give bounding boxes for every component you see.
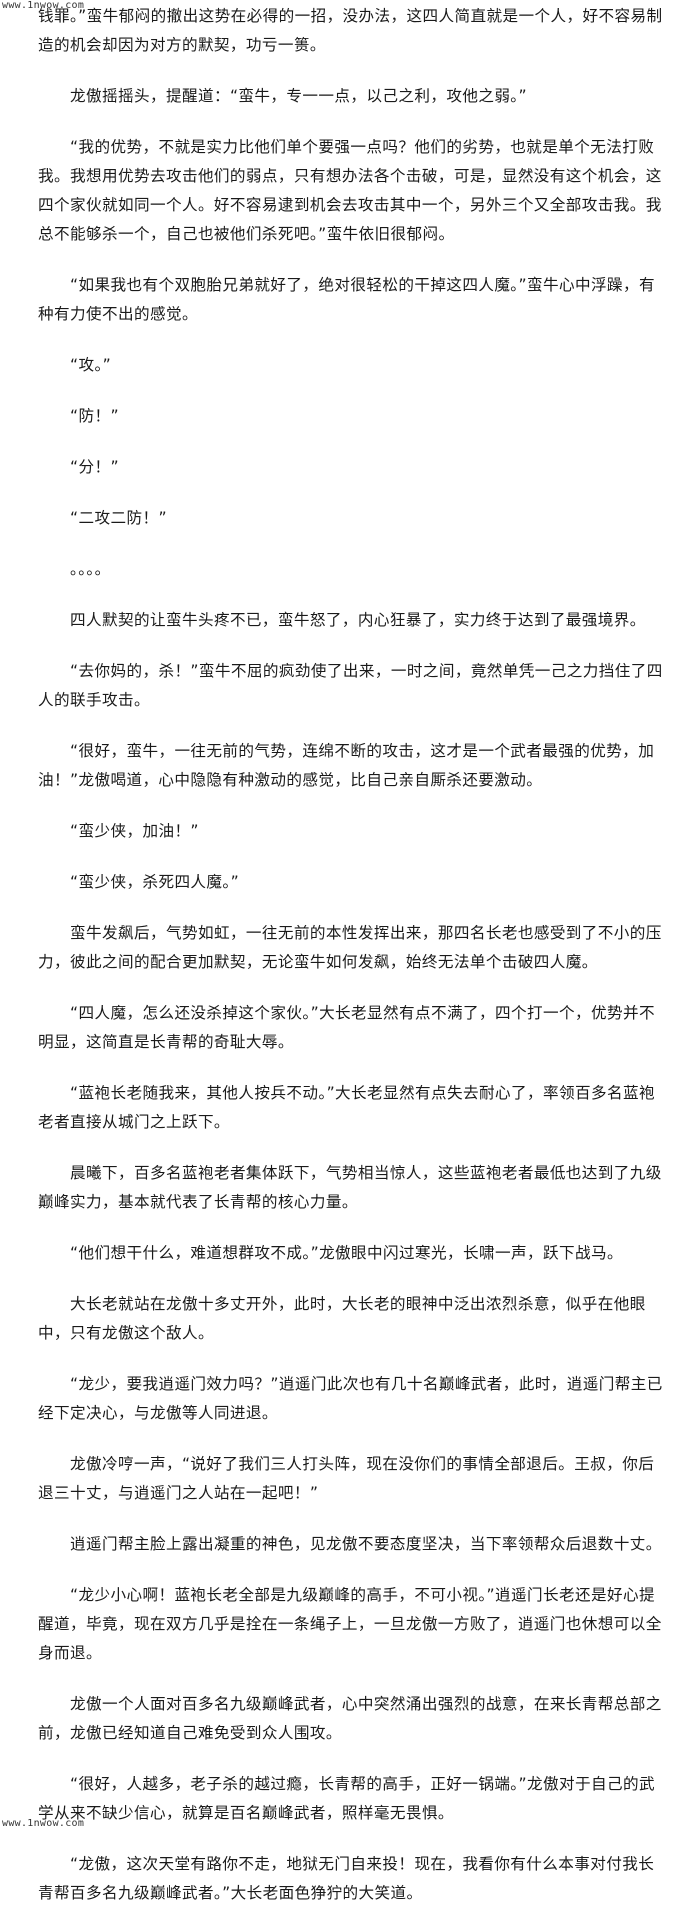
paragraph: “他们想干什么，难道想群攻不成。”龙傲眼中闪过寒光，长啸一声，跃下战马。 [70,1244,623,1262]
paragraph: “很好，人越多，老子杀的越过瘾，长青帮的高手，正好一锅端。”龙傲对于自己的武学从… [38,1775,655,1822]
paragraph: 大长老就站在龙傲十多丈开外，此时，大长老的眼神中泛出浓烈杀意，似乎在他眼中，只有… [38,1295,646,1342]
paragraph: 四人默契的让蛮牛头疼不已，蛮牛怒了，内心狂暴了，实力终于达到了最强境界。 [70,611,646,629]
paragraph: 龙傲一个人面对百多名九级巅峰武者，心中突然涌出强烈的战意，在来长青帮总部之前，龙… [38,1695,662,1742]
paragraph: “龙傲，这次天堂有路你不走，地狱无门自来投！现在，我看你有什么本事对付我长青帮百… [38,1855,655,1902]
paragraph: “如果我也有个双胞胎兄弟就好了，绝对很轻松的干掉这四人魔。”蛮牛心中浮躁，有种有… [38,276,655,323]
watermark-top: www.1nwow.com [2,0,85,11]
paragraph: 龙傲冷哼一声，“说好了我们三人打头阵，现在没你们的事情全部退后。王叔，你后退三十… [38,1455,655,1502]
chapter-text: 钱罪。”蛮牛郁闷的撤出这势在必得的一招，没办法，这四人简直就是一个人，好不容易制… [38,2,670,1930]
paragraph: “蓝袍长老随我来，其他人按兵不动。”大长老显然有点失去耐心了，率领百多名蓝袍老者… [38,1084,655,1131]
paragraph: 钱罪。”蛮牛郁闷的撤出这势在必得的一招，没办法，这四人简直就是一个人，好不容易制… [38,7,663,54]
paragraph: “很好，蛮牛，一往无前的气势，连绵不断的攻击，这才是一个武者最强的优势，加油！”… [38,742,655,789]
watermark-bottom: www.1nwow.com [2,1818,85,1829]
paragraph: “龙少，要我逍遥门效力吗？”逍遥门此次也有几十名巅峰武者，此时，逍遥门帮主已经下… [38,1375,663,1422]
paragraph: “去你妈的，杀！”蛮牛不屈的疯劲使了出来，一时之间，竟然单凭一己之力挡住了四人的… [38,662,663,709]
paragraph: “蛮少侠，杀死四人魔。” [70,873,240,891]
paragraph: “我的优势，不就是实力比他们单个要强一点吗？他们的劣势，也就是单个无法打败我。我… [38,138,662,243]
paragraph: “攻。” [70,356,112,374]
paragraph: “防！” [70,407,119,425]
paragraph: 蛮牛发飙后，气势如虹，一往无前的本性发挥出来，那四名长老也感受到了不小的压力，彼… [38,924,662,971]
paragraph: 晨曦下，百多名蓝袍老者集体跃下，气势相当惊人，这些蓝袍老者最低也达到了九级巅峰实… [38,1164,662,1211]
paragraph: 龙傲摇摇头，提醒道：“蛮牛，专一一点，以己之利，攻他之弱。” [70,87,527,105]
paragraph: 逍遥门帮主脸上露出凝重的神色，见龙傲不要态度坚决，当下率领帮众后退数十丈。 [70,1535,662,1553]
paragraph: “龙少小心啊！蓝袍长老全部是九级巅峰的高手，不可小视。”逍遥门长老还是好心提醒道… [38,1586,662,1662]
paragraph: “蛮少侠，加油！” [70,822,199,840]
paragraph: “四人魔，怎么还没杀掉这个家伙。”大长老显然有点不满了，四个打一个，优势并不明显… [38,1004,655,1051]
paragraph: “分！” [70,458,119,476]
novel-page: www.1nwow.com 钱罪。”蛮牛郁闷的撤出这势在必得的一招，没办法，这四… [2,0,662,1902]
paragraph: 。。。。 [70,560,111,578]
paragraph: “二攻二防！” [70,509,167,527]
